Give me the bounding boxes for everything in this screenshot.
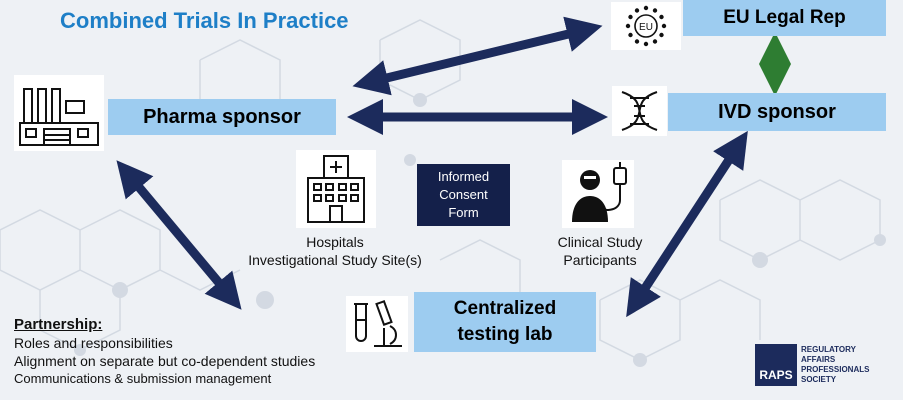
raps-logo-text: REGULATORY AFFAIRS PROFESSIONALS SOCIETY: [801, 345, 869, 385]
hospitals-label: Hospitals Investigational Study Site(s): [220, 233, 450, 269]
raps-logo-mark: RAPS: [755, 344, 797, 386]
raps-logo: RAPS REGULATORY AFFAIRS PROFESSIONALS SO…: [755, 344, 869, 386]
microscope-icon: [346, 296, 408, 352]
hospitals-line1: Hospitals: [306, 234, 364, 250]
ivd-sponsor-box: IVD sponsor: [668, 93, 886, 131]
raps-logo-line1: REGULATORY: [801, 345, 856, 354]
eu-stars-icon: EU: [611, 2, 681, 50]
page-title: Combined Trials In Practice: [60, 8, 349, 33]
participants-line2: Participants: [563, 252, 637, 268]
arrow-ivd-lab: [626, 130, 748, 318]
patient-iv-icon: [562, 160, 634, 228]
partnership-item-2: Alignment on separate but co-dependent s…: [14, 353, 316, 369]
arrow-pharma-eu: [352, 16, 603, 96]
partnership-item-1: Roles and responsibilities: [14, 335, 173, 351]
central-lab-line1: Centralized: [453, 298, 557, 319]
central-lab-box: Centralized testing lab: [414, 292, 596, 352]
pharma-sponsor-box: Pharma sponsor: [108, 99, 336, 135]
participants-label: Clinical Study Participants: [530, 233, 670, 269]
arrow-pharma-lab: [116, 160, 242, 310]
hospitals-line2: Investigational Study Site(s): [248, 252, 422, 268]
central-lab-line2: testing lab: [457, 324, 553, 345]
consent-line3: Form: [448, 205, 479, 220]
partnership-item-3: Communications & submission management: [14, 371, 272, 386]
consent-line1: Informed: [437, 169, 490, 184]
participants-line1: Clinical Study: [557, 234, 643, 250]
raps-logo-line2: AFFAIRS: [801, 355, 836, 364]
factory-icon: [14, 75, 104, 151]
partnership-heading: Partnership:: [14, 316, 103, 333]
hospital-icon: [296, 150, 376, 228]
consent-line2: Consent: [439, 187, 488, 202]
informed-consent-box: Informed Consent Form: [417, 164, 510, 226]
raps-logo-line3: PROFESSIONALS: [801, 365, 870, 374]
eu-legal-rep-box: EU Legal Rep: [683, 0, 886, 36]
partnership-section: Partnership: Roles and responsibilities …: [14, 316, 315, 388]
dna-icon: [612, 86, 667, 136]
raps-logo-line4: SOCIETY: [801, 375, 837, 384]
eu-badge-text: EU: [639, 22, 653, 33]
